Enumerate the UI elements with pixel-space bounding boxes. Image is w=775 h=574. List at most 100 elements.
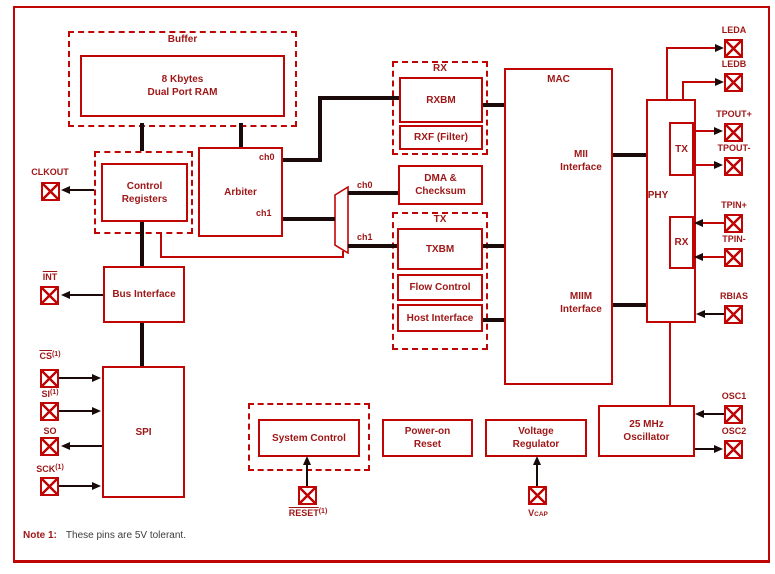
bus-mux-ch0-to-dma [348, 191, 398, 195]
tx-group-title: TX [433, 214, 447, 225]
bus-arbiter-ch0-h [283, 158, 322, 162]
int-pin [40, 286, 59, 305]
arrow-rbias [696, 310, 705, 318]
control-registers-line1: Control [126, 180, 163, 192]
arrow-sck [92, 482, 101, 490]
arrow-ledb [715, 78, 724, 86]
bus-control-registers-to-bus-interface [140, 222, 144, 266]
si-label: SI(1) [10, 389, 90, 399]
sck-label-text: SCK [36, 464, 56, 474]
int-label-text: INT [42, 272, 58, 282]
phy-tx-block: TX [669, 122, 694, 176]
clkout-label-text: CLKOUT [31, 167, 69, 177]
bus-host-interface-to-mac [483, 318, 504, 322]
oscillator-line2: Oscillator [623, 432, 670, 443]
tpin-minus-label: TPIN- [694, 234, 774, 244]
arbiter-label: Arbiter [224, 186, 257, 198]
wire-tx-to-tpout-minus [694, 164, 716, 166]
arrow-reset [303, 456, 311, 465]
voltage-regulator-line2: Regulator [512, 439, 560, 450]
tpout-plus-pin [724, 123, 743, 142]
leda-pin [724, 39, 743, 58]
cs-pin [40, 369, 59, 388]
rbias-label: RBIAS [694, 291, 774, 301]
bus-interface-label: Bus Interface [112, 289, 176, 300]
flow-control-label: Flow Control [409, 282, 471, 293]
wire-feedback-v2 [342, 251, 344, 258]
voltage-regulator-line1: Voltage [518, 426, 554, 437]
arbiter-block: Arbiter [198, 147, 283, 237]
bus-buffer-to-control-registers [140, 123, 144, 151]
clkout-pin [41, 182, 60, 201]
bus-bus-interface-to-spi [140, 323, 144, 366]
vcap-label: VCAP [498, 508, 578, 518]
dma-label-line2: Checksum [415, 186, 466, 197]
arrow-tpin-plus [694, 219, 703, 227]
miim-label-line2: Interface [560, 304, 602, 315]
dma-checksum-block: DMA & Checksum [398, 165, 483, 205]
mux-shape [334, 186, 349, 254]
int-label: INT [10, 272, 90, 282]
bus-ch0-to-rxbm [318, 96, 399, 100]
oscillator-line1: 25 MHz [629, 419, 664, 430]
cs-label: CS(1) [10, 351, 90, 361]
tpin-minus-pin [724, 248, 743, 267]
host-interface-label: Host Interface [406, 312, 474, 324]
rxf-label: RXF (Filter) [414, 132, 468, 143]
wire-phy-to-oscillator [669, 323, 671, 405]
bus-mux-ch1-to-txbm [348, 244, 397, 248]
mii-label-line2: Interface [560, 162, 602, 173]
sck-label-sup: (1) [55, 464, 64, 471]
arbiter-ch0-label: ch0 [259, 152, 275, 162]
footnote-text: These pins are 5V tolerant. [65, 530, 186, 541]
reset-label-text: RESET [288, 508, 319, 518]
vcap-label-base: V [528, 508, 535, 518]
phy-rx-block: RX [669, 216, 694, 269]
rx-group-title: RX [433, 63, 447, 74]
arrow-tpin-minus [694, 253, 703, 261]
tpin-plus-label-text: TPIN+ [721, 200, 747, 210]
wire-clkout [68, 189, 94, 191]
wire-phy-to-leda-h [666, 47, 717, 49]
phy-rx-label: RX [674, 237, 689, 248]
osc2-label: OSC2 [694, 426, 774, 436]
voltage-regulator-block: Voltage Regulator [485, 419, 587, 457]
leda-label: LEDA [694, 25, 774, 35]
bus-buffer-to-arbiter [239, 123, 243, 147]
cs-label-text: CS [39, 351, 52, 361]
arrow-tpout-minus [714, 161, 723, 169]
mux-ch1-label: ch1 [357, 232, 373, 242]
arrow-clkout [61, 186, 70, 194]
wire-cs [59, 377, 92, 379]
footnote: Note 1:These pins are 5V tolerant. [23, 530, 186, 541]
diagram-border [13, 6, 770, 563]
system-control-block: System Control [258, 419, 360, 457]
wire-tx-to-tpout-plus [694, 130, 716, 132]
wire-osc1 [704, 413, 724, 415]
rxf-block: RXF (Filter) [399, 125, 483, 150]
wire-rbias [705, 313, 724, 315]
spi-label: SPI [135, 426, 152, 438]
rbias-pin [724, 305, 743, 324]
osc1-pin [724, 405, 743, 424]
wire-reset [306, 465, 308, 486]
power-on-reset-line2: Reset [413, 439, 442, 450]
bus-mac-mii-to-phy [613, 153, 646, 157]
wire-feedback-v1 [160, 234, 162, 258]
rxbm-label: RXBM [426, 94, 456, 106]
wire-tpin-plus-to-rx [702, 222, 724, 224]
ledb-pin [724, 73, 743, 92]
oscillator-block: 25 MHz Oscillator [598, 405, 695, 457]
wire-si [59, 410, 93, 412]
osc1-label-text: OSC1 [721, 391, 747, 401]
reset-label-sup: (1) [318, 508, 328, 515]
phy-tx-label: TX [675, 143, 688, 155]
tpin-minus-label-text: TPIN- [722, 234, 746, 244]
control-registers-block: Control Registers [101, 163, 188, 222]
tpout-plus-label-text: TPOUT+ [716, 109, 752, 119]
reset-pin [298, 486, 317, 505]
mii-interface-label: MII Interface [550, 148, 612, 174]
tpin-plus-pin [724, 214, 743, 233]
so-pin [40, 437, 59, 456]
